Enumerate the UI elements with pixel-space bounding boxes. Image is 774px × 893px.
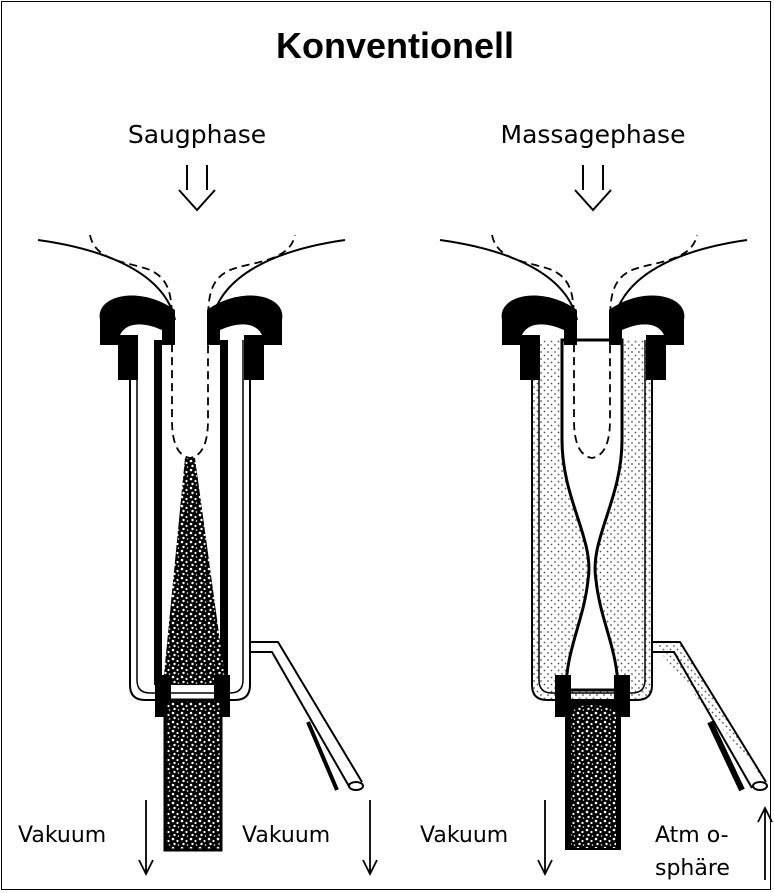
right-vacuum-arrow-icon [538,800,552,874]
right-vacuum-label: Vakuum [420,823,508,848]
atmosphere-up-arrow-icon [758,808,772,880]
pulse-vacuum-label: Vakuum [242,823,330,848]
left-vacuum-arrow-icon [139,800,153,874]
massage-teatcup [440,235,767,850]
suction-phase-label: Saugphase [128,120,266,149]
massage-phase-label: Massagephase [501,120,686,149]
massage-double-arrow-icon [575,165,611,210]
left-vacuum-label: Vakuum [18,823,106,848]
pulse-vacuum-arrow-icon [363,800,377,874]
atmosphere-label-line1: Atm o- [655,823,729,848]
diagram-title: Konventionell [276,25,514,66]
suction-double-arrow-icon [179,165,215,210]
milk-tube [165,700,221,850]
suction-teatcup [38,235,363,850]
atmosphere-label-line2: sphäre [655,856,730,881]
